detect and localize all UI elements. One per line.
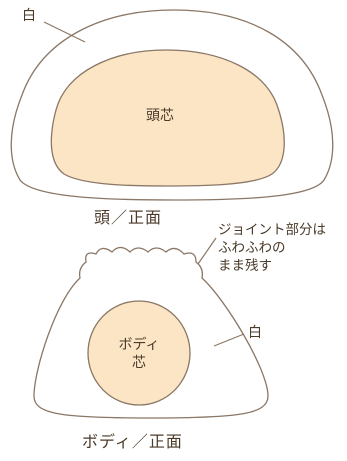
body-core-label-line-1: ボディ — [118, 337, 160, 353]
body-core-label: ボディ 芯 — [112, 337, 166, 372]
body-shell-leader — [213, 333, 245, 347]
head-shell-leader — [43, 21, 86, 43]
joint-note-line-1: ジョイント部分は — [218, 222, 326, 238]
joint-note-leader — [197, 237, 217, 265]
joint-note-line-3: まま残す — [218, 257, 272, 274]
head-caption: 頭／正面 — [94, 208, 163, 227]
body-core-label-line-2: 芯 — [132, 354, 146, 371]
body-core — [87, 300, 191, 406]
joint-note-line-2: ふわふわの — [218, 239, 286, 256]
head-shell-label: 白 — [22, 8, 36, 24]
head-core — [50, 49, 285, 187]
body-shell-label: 白 — [248, 325, 262, 341]
body-caption: ボディ／正面 — [82, 432, 183, 451]
joint-note: ジョイント部分は ふわふわの まま残す — [218, 222, 326, 275]
head-core-label: 頭芯 — [146, 108, 174, 124]
